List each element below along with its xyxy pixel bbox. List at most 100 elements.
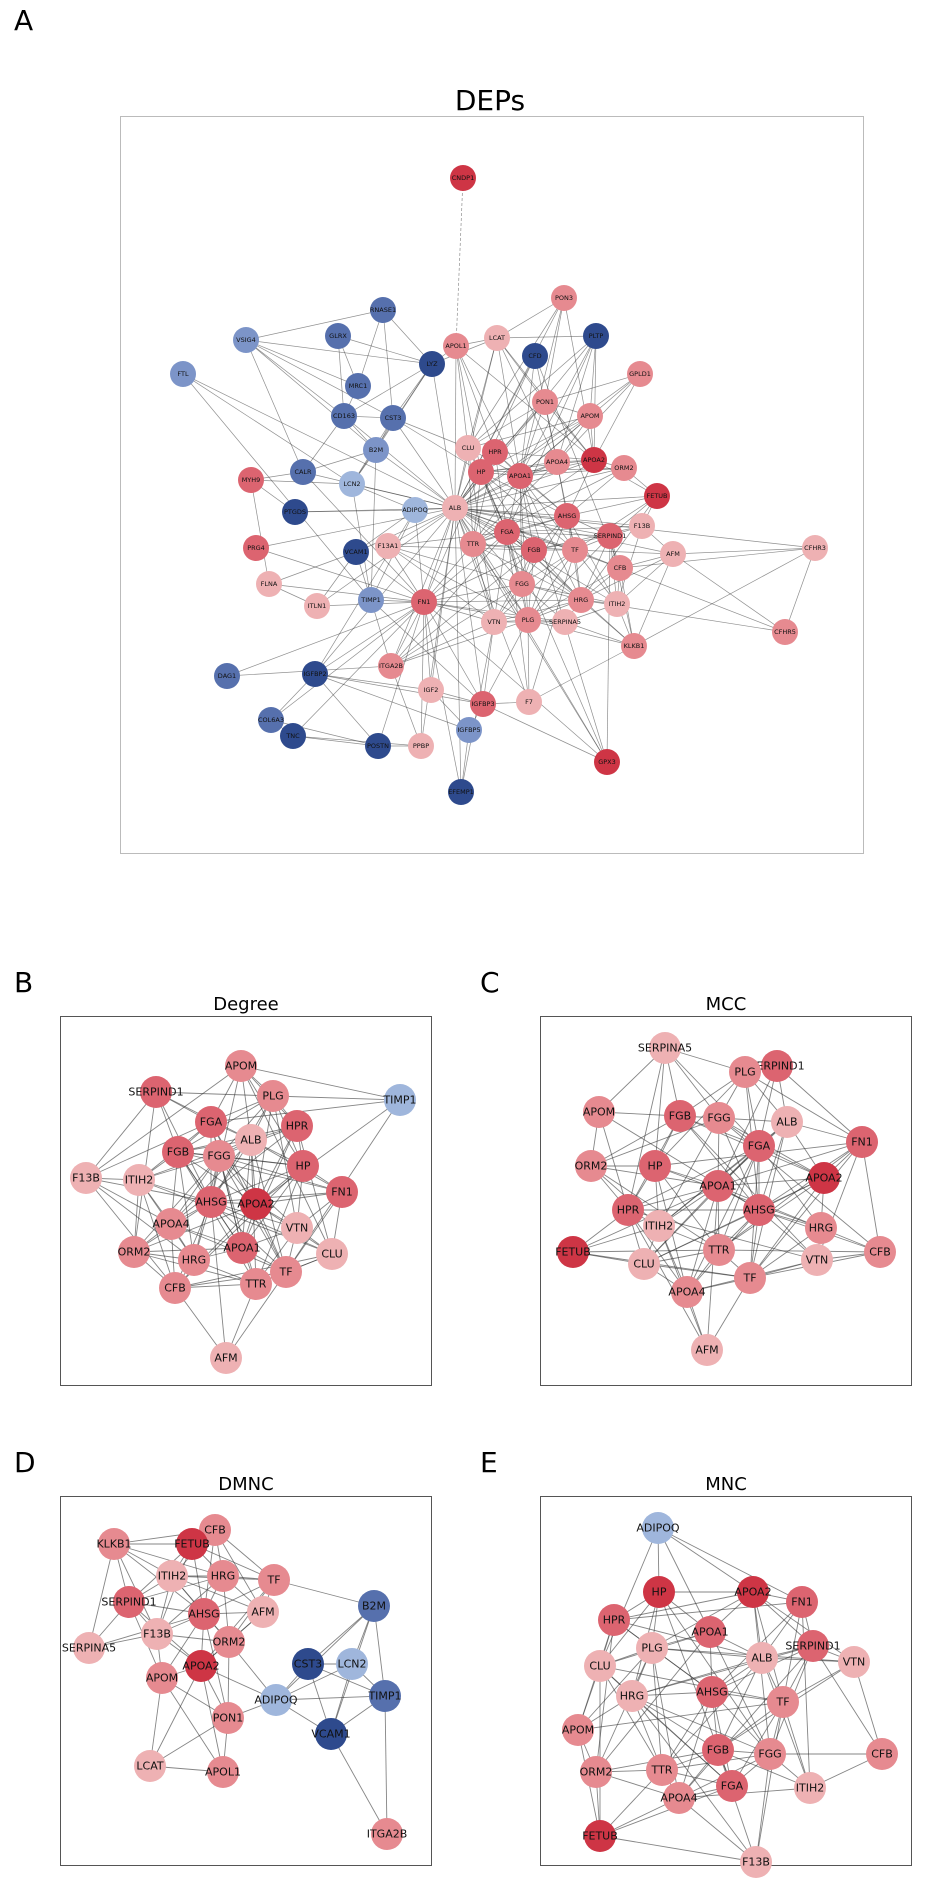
edge-fgg-orm2 — [590, 1117, 720, 1167]
edge-glrx-lyz — [337, 335, 433, 365]
node-igfbp2: IGFBP2 — [302, 661, 328, 687]
node-label-f13b: F13B — [72, 1172, 100, 1185]
node-circle-fn1 — [786, 1586, 818, 1618]
node-label-ttr: TTR — [466, 540, 480, 548]
node-adipoq: ADIPOQ — [254, 1684, 298, 1716]
node-label-b2m: B2M — [362, 1600, 386, 1613]
node-circle-apoa1 — [702, 1170, 734, 1202]
edge-fn1-hrg — [423, 599, 582, 603]
node-label-afm: AFM — [214, 1352, 237, 1365]
node-label-itga2b: ITGA2B — [379, 662, 403, 670]
node-hpr: HPR — [612, 1194, 644, 1226]
node-f13b: F13B — [70, 1162, 102, 1194]
node-circle-vcam1 — [315, 1718, 347, 1750]
node-timp1: TIMP1 — [367, 1680, 402, 1712]
node-col6a3: COL6A3 — [258, 707, 284, 733]
node-circle-fga — [494, 519, 520, 545]
edge-flna-vcam1 — [268, 551, 357, 585]
node-label-vcam1: VCAM1 — [311, 1728, 350, 1741]
panel-title-c: MCC — [705, 994, 747, 1015]
node-label-f13b: F13B — [143, 1628, 171, 1641]
edge-cst3-alb — [392, 417, 456, 509]
node-apoa1: APOA1 — [507, 463, 533, 489]
node-circle-afm — [210, 1342, 242, 1374]
node-circle-orm2 — [611, 455, 637, 481]
edge-calr-fn1 — [302, 471, 425, 603]
node-circle-apom — [225, 1050, 257, 1082]
node-lcat: LCAT — [134, 1750, 166, 1782]
node-label-flna: FLNA — [261, 580, 278, 588]
node-label-plg: PLG — [734, 1066, 755, 1079]
node-ttr: TTR — [240, 1268, 272, 1300]
node-plg: PLG — [729, 1056, 761, 1088]
node-label-vtn: VTN — [843, 1656, 865, 1669]
node-cfb: CFB — [159, 1272, 191, 1304]
edge-serpind1-cfb — [812, 1645, 883, 1755]
edge-igfbp2-igf2 — [314, 673, 432, 691]
node-circle-fgb — [162, 1136, 194, 1168]
node-orm2: ORM2 — [580, 1756, 612, 1788]
node-afm: AFM — [660, 541, 686, 567]
edge-igfbp2-postn — [314, 673, 379, 747]
node-lcn2: LCN2 — [336, 1648, 368, 1680]
node-label-lcat: LCAT — [489, 334, 505, 342]
edge-vcam1-alb — [355, 507, 456, 553]
edge-apoa2-tf — [749, 1177, 825, 1279]
node-circle-clu — [584, 1650, 616, 1682]
edge-fn1-ttr — [718, 1141, 863, 1251]
node-circle-apoa4 — [663, 1782, 695, 1814]
node-label-igfbp5: IGFBP5 — [457, 726, 480, 734]
edge-apoa4-f13b — [678, 1797, 757, 1863]
edge-ahsg-afm — [210, 1201, 227, 1359]
node-label-klkb1: KLKB1 — [624, 642, 645, 650]
node-efemp1: EFEMP1 — [448, 779, 474, 805]
edge-ppbp-alb — [420, 507, 456, 747]
edge-pon1-clu — [467, 401, 546, 449]
edge-itih2-afm — [171, 1575, 264, 1613]
node-label-tf: TF — [266, 1574, 280, 1587]
edge-serpind1-klkb1 — [609, 535, 635, 647]
node-label-hrg: HRG — [182, 1254, 206, 1267]
edge-fga-hpr — [627, 1145, 760, 1211]
node-circle-apom — [577, 403, 603, 429]
edge-prg4-fn1 — [255, 547, 425, 603]
node-circle-glrx — [325, 323, 351, 349]
edge-serpind1-f13b — [85, 1091, 157, 1179]
node-label-serpina5: SERPINA5 — [549, 618, 581, 626]
edge-plg-timp1 — [272, 1095, 401, 1101]
node-circle-ppbp — [408, 733, 434, 759]
edge-serpina5-hp — [654, 1047, 666, 1167]
node-circle-hrg — [805, 1212, 837, 1244]
node-circle-vtn — [801, 1244, 833, 1276]
node-circle-cst3 — [380, 405, 406, 431]
node-f13b: F13B — [740, 1846, 772, 1878]
node-label-pon1: PON1 — [213, 1712, 244, 1725]
node-tf: TF — [258, 1564, 290, 1596]
node-label-fn1: FN1 — [791, 1596, 813, 1609]
edge-alb-apoa4 — [170, 1139, 252, 1225]
edge-serpind1-fn1 — [776, 1065, 863, 1143]
node-label-ttr: TTR — [708, 1244, 730, 1257]
node-ahsg: AHSG — [696, 1676, 728, 1708]
node-circle-dag1 — [214, 663, 240, 689]
edge-cfhr3-afm — [672, 547, 816, 555]
node-vtn: VTN — [838, 1646, 870, 1678]
edge-f13b-fga — [506, 525, 643, 533]
edge-itga2b-fgg — [390, 583, 523, 667]
node-circle-myh9 — [238, 467, 264, 493]
edge-apom-hpr — [598, 1111, 629, 1211]
node-circle-ttr — [703, 1234, 735, 1266]
node-itih2: ITIH2 — [643, 1210, 675, 1242]
node-label-apoa4: APOA4 — [152, 1218, 189, 1231]
node-adipoq: ADIPOQ — [636, 1512, 680, 1544]
edge-hpr-clu — [296, 1125, 333, 1255]
node-label-pon3: PON3 — [555, 294, 573, 302]
node-gpx3: GPX3 — [594, 749, 620, 775]
node-circle-f13b — [70, 1162, 102, 1194]
node-cfd: CFD — [522, 343, 548, 369]
node-circle-pon1 — [532, 389, 558, 415]
panel-frame-c — [540, 1016, 912, 1386]
node-label-fga: FGA — [721, 1780, 744, 1793]
edge-gpld1-pon1 — [544, 373, 641, 403]
node-f13a1: F13A1 — [375, 533, 401, 559]
